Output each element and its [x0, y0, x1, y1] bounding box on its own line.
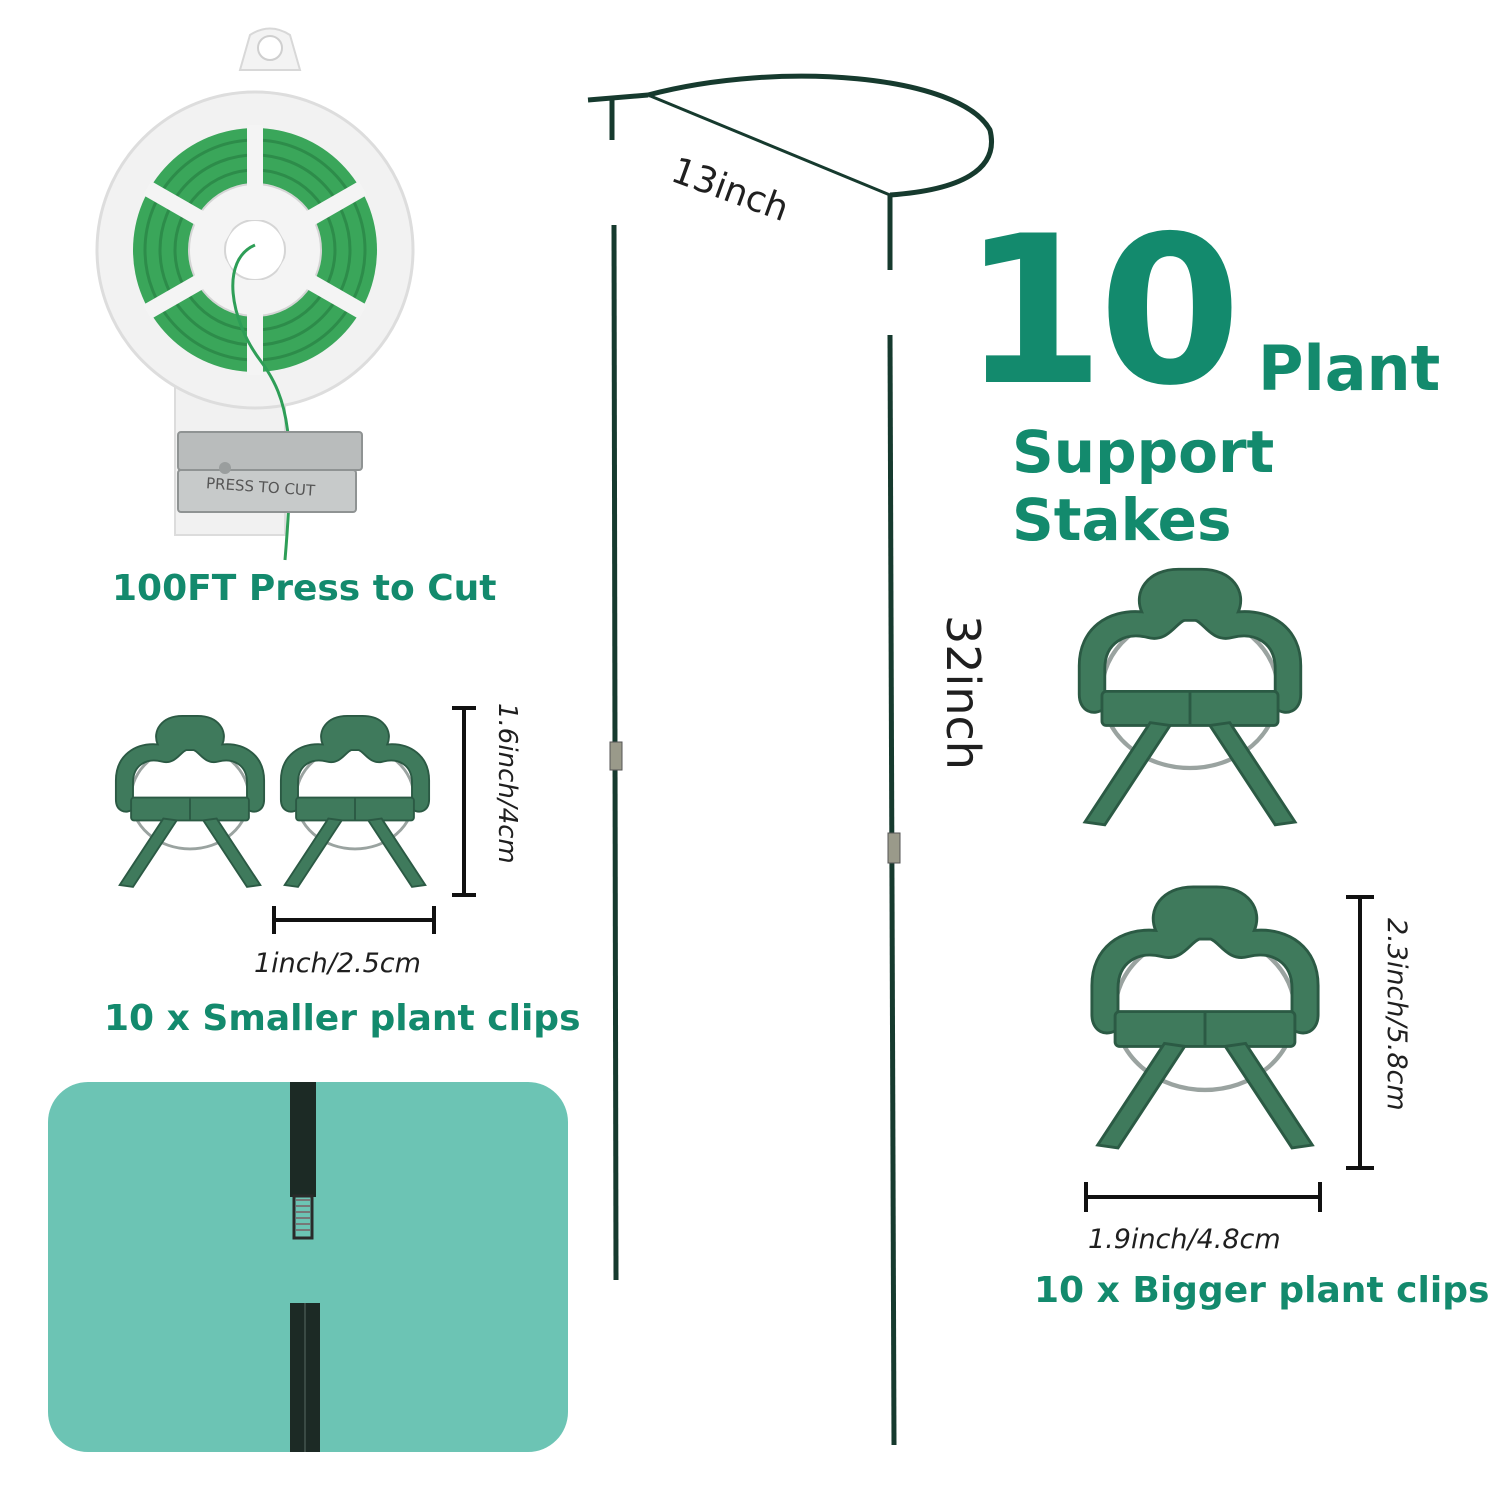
small-clip-width-bracket: [272, 906, 436, 934]
small-clip-2: [279, 714, 431, 889]
plant-stake-left: [587, 92, 649, 1281]
small-clips-caption: 10 x Smaller plant clips: [104, 998, 581, 1039]
big-clips-caption: 10 x Bigger plant clips: [1034, 1270, 1490, 1311]
headline-plant: Plant: [1258, 332, 1441, 405]
big-clip-1: [1079, 569, 1301, 825]
big-clip-height-label: 2.3inch/5.8cm: [1381, 918, 1412, 1111]
stake-count: 10: [962, 193, 1241, 431]
big-clip-2: [1092, 887, 1318, 1148]
big-clip-width-label: 1.9inch/4.8cm: [1088, 1224, 1281, 1255]
wire-spool-icon: [95, 27, 415, 561]
small-clip-width-label: 1inch/2.5cm: [254, 948, 421, 979]
wire-caption: 100FT Press to Cut: [112, 568, 497, 609]
headline-support-stakes: Support Stakes: [1012, 418, 1275, 554]
stake-detail-panel: [48, 1082, 568, 1452]
small-clip-1: [114, 714, 266, 889]
small-clip-height-label: 1.6inch/4cm: [492, 703, 522, 864]
stake-height-label: 32inch: [936, 615, 990, 770]
plant-stake-icon: [647, 73, 994, 1446]
big-clip-height-bracket: [1346, 895, 1374, 1170]
big-clip-width-bracket: [1084, 1182, 1322, 1212]
small-clip-height-bracket: [452, 706, 476, 897]
